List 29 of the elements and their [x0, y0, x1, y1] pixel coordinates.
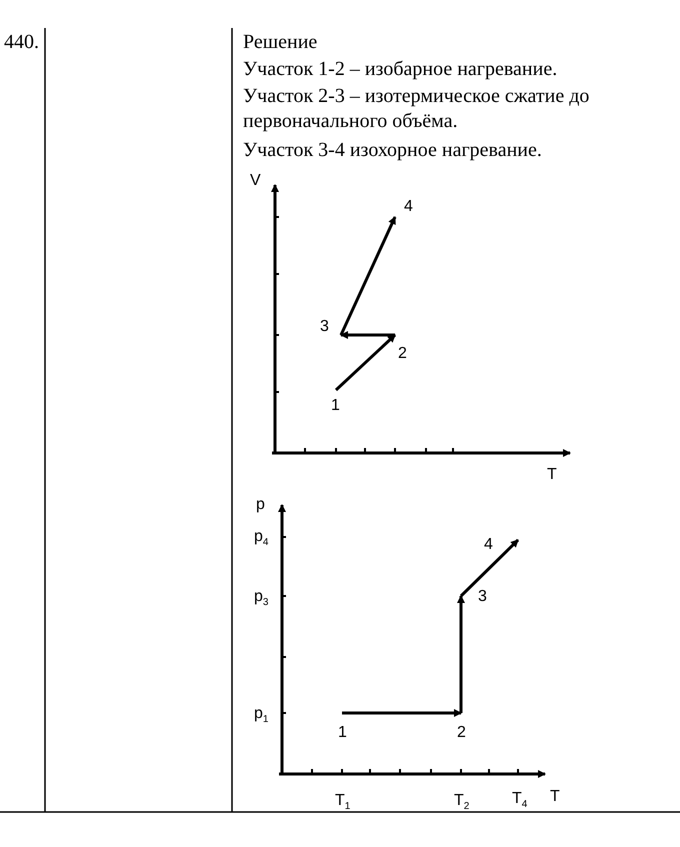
point-label: 3 [478, 588, 487, 606]
tick-label: p$_{4}$ [254, 528, 268, 550]
axis-label: V [250, 172, 261, 190]
process-arrow [460, 538, 520, 598]
axis-label: T [550, 788, 560, 806]
tick-label: T$_{2}$ [454, 792, 470, 814]
tick-label: T$_{4}$ [512, 790, 528, 812]
point-label: 4 [404, 198, 413, 216]
solution-text: Участок 2-3 – изотермическое сжатие до первоначального объёма. [243, 84, 590, 134]
point-label: 4 [484, 536, 493, 554]
solution-text: Участок 1-2 – изобарное нагревание. [243, 57, 558, 82]
axis-label: T [547, 466, 557, 484]
point-label: 1 [338, 724, 347, 742]
tick-label: T$_{1}$ [335, 792, 350, 814]
process-arrow [342, 709, 462, 717]
point-label: 2 [398, 345, 407, 363]
point-label: 3 [320, 318, 329, 336]
heading: Решение [243, 30, 318, 55]
solution-text: Участок 3-4 изохорное нагревание. [243, 138, 542, 163]
process-arrow [340, 331, 395, 339]
process-arrow [340, 216, 396, 336]
process-arrow [457, 595, 465, 713]
problem-number: 440. [4, 30, 39, 55]
process-arrow [334, 334, 396, 392]
point-label: 2 [457, 724, 466, 742]
axis-label: p [256, 496, 265, 514]
point-label: 1 [331, 397, 340, 415]
tick-label: p$_{3}$ [254, 588, 268, 610]
tick-label: p$_{1}$ [254, 705, 268, 728]
